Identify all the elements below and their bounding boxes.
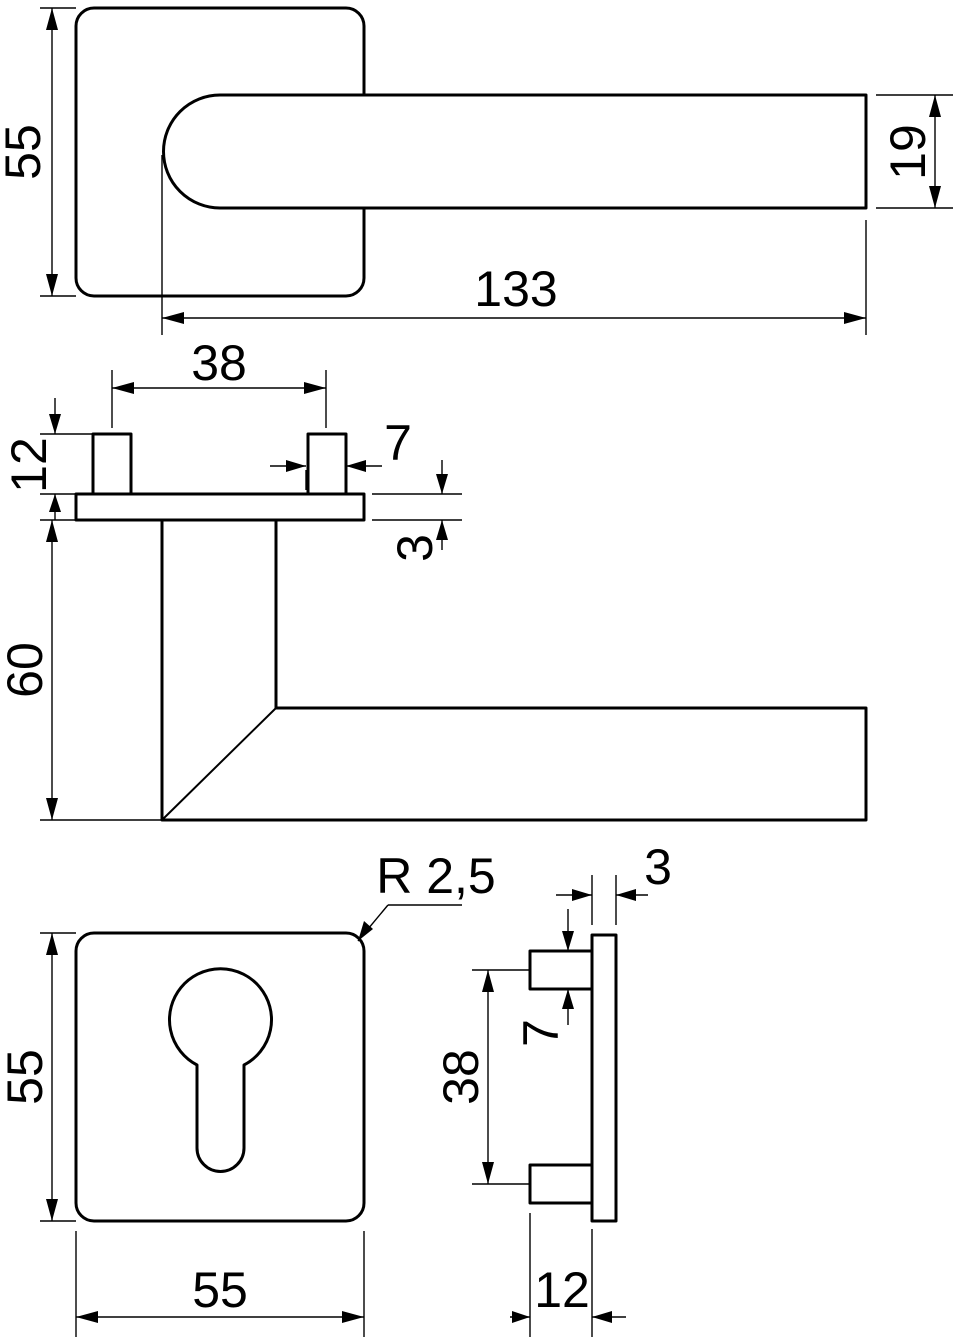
cylinder-keyhole bbox=[168, 967, 273, 1173]
dim-escutcheon-height: 55 bbox=[0, 1049, 53, 1105]
side-pin-top bbox=[528, 949, 594, 991]
pin-right bbox=[306, 432, 348, 496]
dim-pin-width: 7 bbox=[384, 415, 412, 471]
dim-side-pin-spacing: 38 bbox=[433, 1049, 489, 1105]
escutcheon-view: R 2,5 55 55 bbox=[0, 848, 496, 1337]
side-plate bbox=[590, 933, 618, 1223]
dim-side-pin-width: 7 bbox=[513, 1019, 569, 1047]
dim-plate-thickness: 3 bbox=[387, 534, 443, 562]
dim-lever-thickness: 19 bbox=[880, 124, 936, 180]
dim-lever-length: 133 bbox=[474, 261, 557, 317]
lever-handle bbox=[162, 93, 868, 210]
dim-side-plate-thickness: 3 bbox=[644, 839, 672, 895]
dim-side-pin-length: 12 bbox=[534, 1262, 590, 1318]
side-view: 3 7 38 12 bbox=[433, 839, 672, 1337]
base-plate bbox=[74, 492, 366, 522]
pin-left bbox=[91, 432, 133, 496]
dim-pin-height: 12 bbox=[1, 437, 57, 493]
dim-corner-radius: R 2,5 bbox=[376, 848, 496, 904]
side-pin-bottom bbox=[528, 1163, 594, 1205]
lever-profile bbox=[160, 518, 868, 822]
dim-lever-projection: 60 bbox=[0, 642, 53, 698]
front-view: 55 19 133 bbox=[0, 6, 953, 335]
dim-pin-spacing: 38 bbox=[191, 335, 247, 391]
top-view: 38 12 7 3 60 bbox=[0, 335, 868, 822]
dim-top-plate-height: 55 bbox=[0, 124, 51, 180]
dim-escutcheon-width: 55 bbox=[192, 1262, 248, 1318]
